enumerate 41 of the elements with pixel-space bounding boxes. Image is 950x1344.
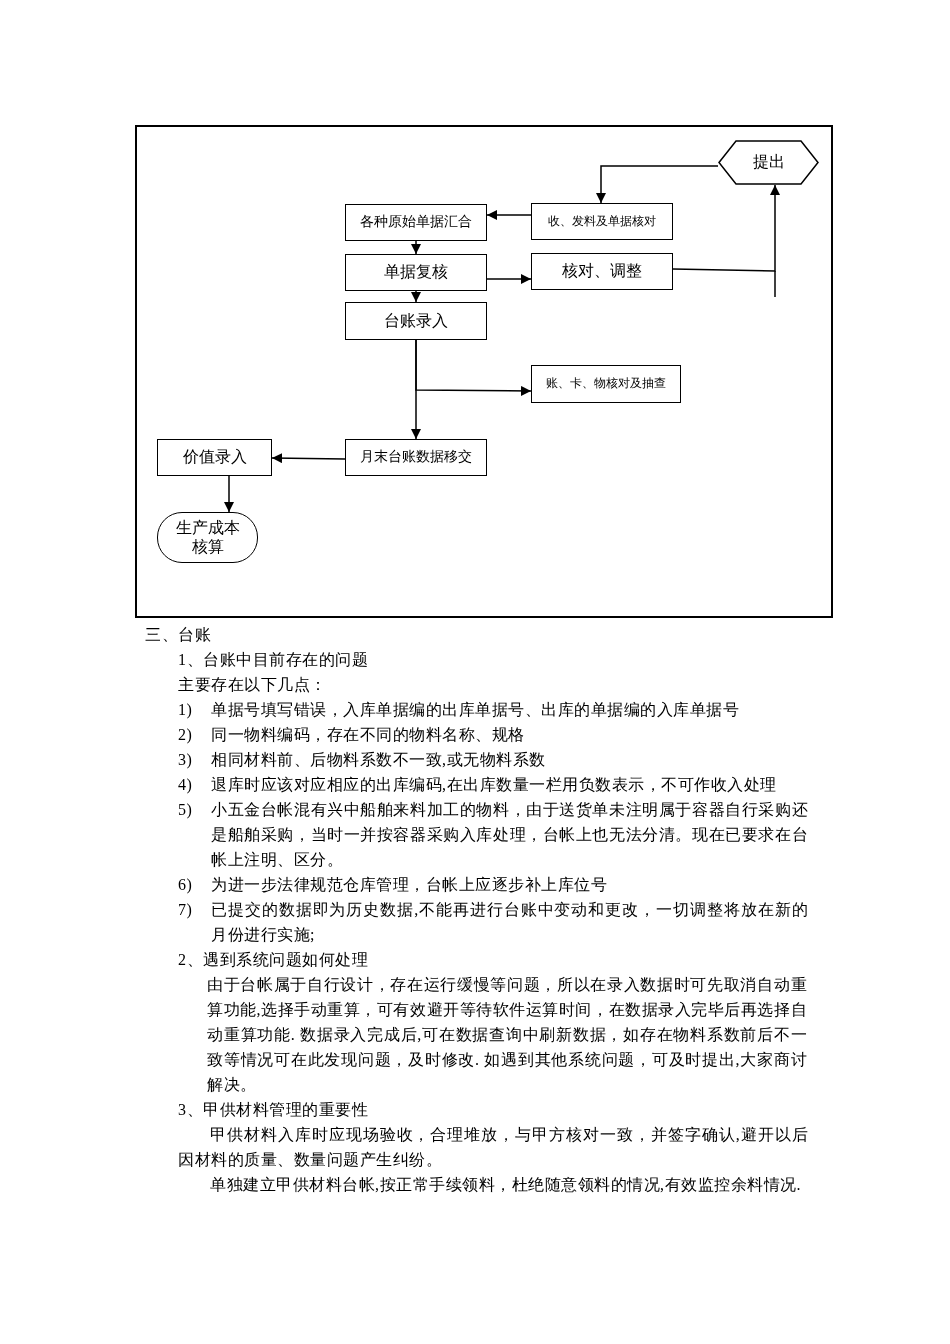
process-box: 各种原始单据汇合: [345, 204, 487, 241]
process-box: 价值录入: [157, 439, 272, 476]
section-heading: 三、台账: [145, 625, 211, 645]
list-item-text: 退库时应该对应相应的出库编码,在出库数量一栏用负数表示，不可作收入处理: [211, 775, 778, 795]
list-item-text: 相同材料前、后物料系数不一致,或无物料系数: [211, 750, 547, 770]
list-item-text: 为进一步法律规范仓库管理，台帐上应逐步补上库位号: [211, 875, 608, 895]
process-box: 台账录入: [345, 302, 487, 340]
arrow: [224, 475, 234, 513]
hexagon-node: 提出: [718, 140, 819, 185]
process-box: 账、卡、物核对及抽查: [531, 365, 681, 403]
arrow: [415, 339, 532, 396]
subsection-heading: 2、遇到系统问题如何处理: [178, 950, 368, 970]
list-number: 2): [178, 725, 193, 746]
subsection-heading: 1、台账中目前存在的问题: [178, 650, 368, 670]
list-number: 7): [178, 900, 193, 921]
list-number: 6): [178, 875, 193, 896]
list-number: 3): [178, 750, 193, 771]
intro-text: 主要存在以下几点：: [178, 675, 327, 695]
arrow: [672, 184, 780, 272]
paragraph-text: 单独建立甲供材料台帐,按正常手续领料，杜绝随意领料的情况,有效监控余料情况.: [209, 1175, 802, 1195]
arrow: [411, 290, 421, 303]
process-box: 单据复核: [345, 254, 487, 291]
list-number: 5): [178, 800, 193, 821]
subsection-heading: 3、甲供材料管理的重要性: [178, 1100, 368, 1120]
arrow: [486, 210, 532, 220]
arrow: [486, 274, 532, 284]
list-item-text: 小五金台帐混有兴中船舶来料加工的物料，由于送货单未注明属于容器自行采购还是船舶采购，当时一并按容器采购入库处理，台帐上也无法分清。现在已要求在台帐上注明、区分。: [211, 800, 808, 870]
process-box: 核对、调整: [531, 253, 673, 290]
list-item-text: 同一物料编码，存在不同的物料名称、规格: [211, 725, 526, 745]
list-item-text: 单据号填写错误，入库单据编的出库单据号、出库的单据编的入库单据号: [211, 700, 740, 720]
list-number: 1): [178, 700, 193, 721]
paragraph-text: 甲供材料入库时应现场验收，合理堆放，与甲方核对一致，并签字确认,避开以后因材料的质量、数量问题产生纠纷。: [178, 1125, 808, 1170]
process-box: 月末台账数据移交: [345, 439, 487, 476]
arrow: [596, 165, 719, 204]
process-box: 收、发料及单据核对: [531, 203, 673, 240]
terminator-node: 生产成本核算: [157, 512, 258, 563]
paragraph-text: 由于台帐属于自行设计，存在运行缓慢等问题，所以在录入数据时可先取消自动重算功能,选择手动重算，可有效避开等待软件运算时间，在数据录入完毕后再选择自动重算功能. 数据录入完成后,可在数据查询中刷新数据，如存在物料系数前后不一致等情况可在此发现问题，及时修改. 如遇到其他系统问题，可及时提出,大家商讨解决。: [207, 975, 807, 1095]
list-number: 4): [178, 775, 193, 796]
arrow: [271, 453, 346, 464]
list-item-text: 已提交的数据即为历史数据,不能再进行台账中变动和更改，一切调整将放在新的月份进行实施;: [211, 900, 808, 945]
arrow: [411, 240, 421, 255]
